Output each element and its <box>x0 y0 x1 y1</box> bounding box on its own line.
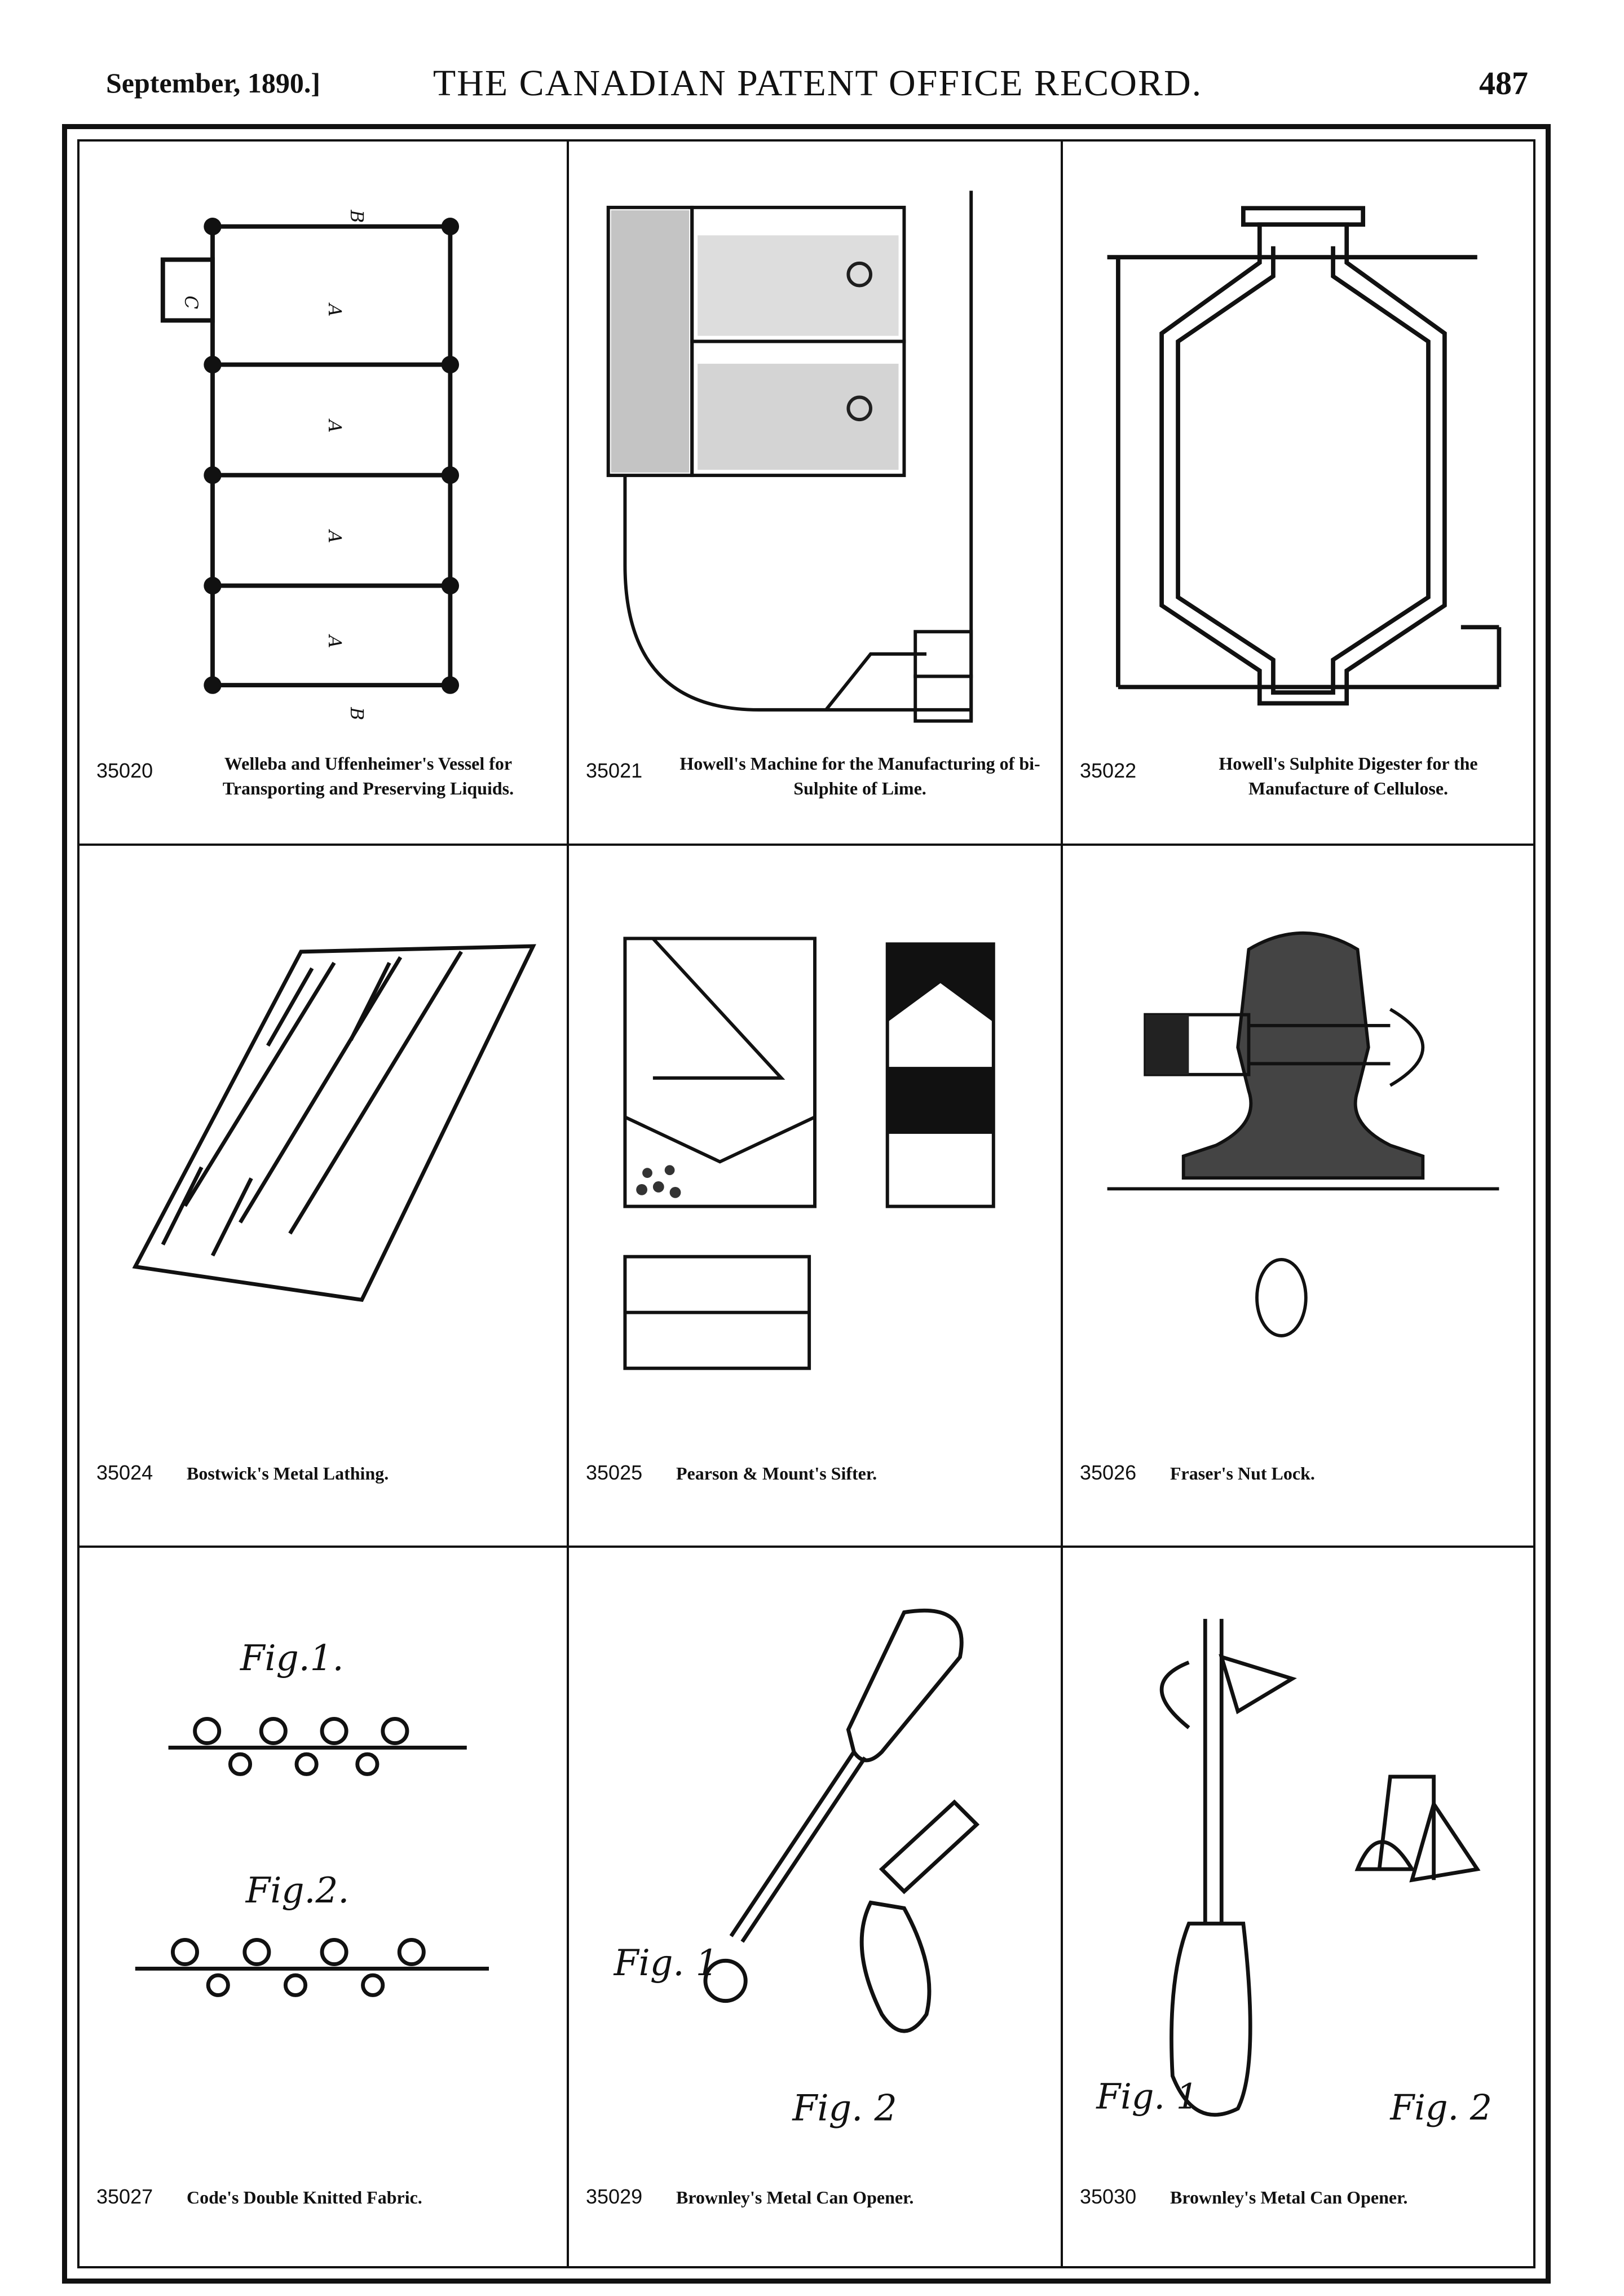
metal-lathing-drawing <box>132 944 536 1302</box>
patent-caption: 35029 Brownley's Metal Can Opener. <box>580 2174 1049 2253</box>
patent-caption: 35026 Fraser's Nut Lock. <box>1074 1450 1532 1529</box>
issue-date: September, 1890.] <box>106 67 321 99</box>
patent-cell-35026: 35026 Fraser's Nut Lock. <box>1063 846 1543 1546</box>
patent-number: 35025 <box>586 1461 643 1484</box>
svg-text:B: B <box>346 209 367 223</box>
patent-title: Pearson & Mount's Sifter. <box>676 1463 877 1483</box>
patent-figure <box>592 868 1038 1444</box>
patent-cell-35025: 35025 Pearson & Mount's Sifter. <box>569 846 1061 1546</box>
patent-figure <box>1085 868 1521 1444</box>
nut-lock-drawing <box>1107 931 1499 1337</box>
patent-number: 35029 <box>586 2185 643 2208</box>
patent-cell-35020: C A A A A B B 35020 Welleba and Uffenhei… <box>80 142 567 844</box>
patent-caption: 35020 Welleba and Uffenheimer's Vessel f… <box>91 748 555 827</box>
svg-text:A: A <box>324 634 345 648</box>
patent-figure: Fig.1. Fig.2. <box>102 1570 544 2168</box>
patent-title: Fraser's Nut Lock. <box>1170 1463 1315 1483</box>
patent-cell-35027: Fig.1. Fig.2. 35027 Code's Do <box>80 1548 567 2269</box>
patent-title: Brownley's Metal Can Opener. <box>1170 2187 1408 2207</box>
svg-text:B: B <box>346 707 367 720</box>
vessel-drawing: C A A A A B B <box>160 209 460 720</box>
patent-title: Bostwick's Metal Lathing. <box>187 1463 389 1483</box>
patent-cell-35021: 35021 Howell's Machine for the Manufactu… <box>569 142 1061 844</box>
patent-number: 35022 <box>1080 759 1137 782</box>
patent-caption: 35030 Brownley's Metal Can Opener. <box>1074 2174 1532 2253</box>
svg-text:A: A <box>324 418 345 433</box>
grid-divider-vertical-1 <box>567 142 569 2266</box>
page-header: September, 1890.] THE CANADIAN PATENT OF… <box>102 56 1534 118</box>
plate-grid: C A A A A B B 35020 Welleba and Uffenhei… <box>77 139 1535 2268</box>
figure-label-ii: Fig. 2 <box>792 2087 897 2129</box>
grid-divider-vertical-2 <box>1061 142 1063 2266</box>
sulphite-digester-drawing <box>1107 206 1502 706</box>
patent-title: Code's Double Knitted Fabric. <box>187 2187 422 2207</box>
patent-figure: C A A A A B B <box>102 164 544 742</box>
figure-label-ii: Fig. 2 <box>1389 2087 1492 2128</box>
patent-number: 35024 <box>96 1461 153 1484</box>
patent-caption: 35024 Bostwick's Metal Lathing. <box>91 1450 555 1529</box>
knitted-fabric-drawing: Fig.1. Fig.2. <box>135 1637 489 1997</box>
patent-figure <box>102 868 544 1444</box>
grid-divider-horizontal-2 <box>80 1546 1533 1548</box>
sifter-drawing <box>623 937 995 1370</box>
patent-figure: Fig. 1 Fig. 2 <box>592 1570 1038 2168</box>
figure-label-2: Fig.2. <box>245 1870 350 1911</box>
patent-number: 35027 <box>96 2185 153 2208</box>
can-opener-drawing-35029: Fig. 1 Fig. 2 <box>614 1608 980 2129</box>
patent-title: Welleba and Uffenheimer's Vessel for Tra… <box>222 753 514 798</box>
figure-label-i: Fig. 1 <box>1096 2077 1198 2117</box>
patent-figure <box>1085 164 1521 742</box>
patent-number: 35021 <box>586 759 643 782</box>
patent-cell-35030: Fig. 1 Fig. 2 35030 Brownley's Metal Can… <box>1063 1548 1543 2269</box>
patent-cell-35022: 35022 Howell's Sulphite Digester for the… <box>1063 142 1543 844</box>
publication-title: THE CANADIAN PATENT OFFICE RECORD. <box>433 63 1203 104</box>
bisulphite-machine-drawing <box>606 191 973 723</box>
patent-figure: Fig. 1 Fig. 2 <box>1085 1570 1521 2168</box>
svg-text:A: A <box>324 529 345 544</box>
patent-cell-35029: Fig. 1 Fig. 2 35029 Brownley's Metal Can… <box>569 1548 1061 2269</box>
patent-caption: 35027 Code's Double Knitted Fabric. <box>91 2174 555 2253</box>
svg-text:A: A <box>324 302 345 317</box>
svg-text:C: C <box>180 295 201 309</box>
patent-title: Howell's Sulphite Digester for the Manuf… <box>1219 753 1478 798</box>
plate-frame: C A A A A B B 35020 Welleba and Uffenhei… <box>62 124 1551 2284</box>
patent-number: 35020 <box>96 759 153 782</box>
can-opener-drawing-35030: Fig. 1 Fig. 2 <box>1096 1619 1492 2128</box>
grid-divider-horizontal-1 <box>80 844 1533 846</box>
figure-label-i: Fig. 1 <box>614 1942 718 1984</box>
patent-caption: 35025 Pearson & Mount's Sifter. <box>580 1450 1049 1529</box>
patent-number: 35030 <box>1080 2185 1137 2208</box>
patent-cell-35024: 35024 Bostwick's Metal Lathing. <box>80 846 567 1546</box>
patent-figure <box>592 164 1038 742</box>
patent-title: Howell's Machine for the Manufacturing o… <box>679 753 1040 798</box>
patent-caption: 35022 Howell's Sulphite Digester for the… <box>1074 748 1532 827</box>
patent-title: Brownley's Metal Can Opener. <box>676 2187 914 2207</box>
page-number: 487 <box>1479 65 1528 101</box>
figure-label-1: Fig.1. <box>240 1637 344 1679</box>
patent-caption: 35021 Howell's Machine for the Manufactu… <box>580 748 1049 827</box>
patent-number: 35026 <box>1080 1461 1137 1484</box>
